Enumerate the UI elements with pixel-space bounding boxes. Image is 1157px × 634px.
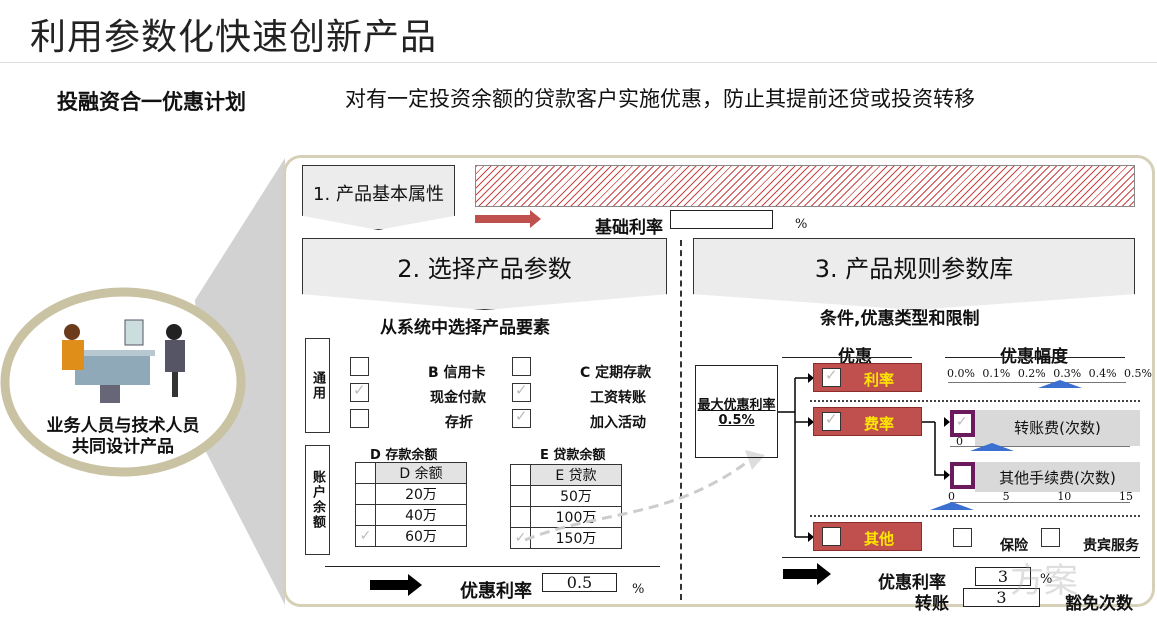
circle-caption-line2: 共同设计产品 xyxy=(72,437,174,457)
circle-caption-line1: 业务人员与技术人员 xyxy=(46,416,200,436)
meeting-illustration-icon xyxy=(62,319,185,403)
step1-header: 1. 产品基本属性 xyxy=(302,165,455,230)
base-rate-label: 基础利率 xyxy=(595,218,663,238)
deposit-header: D 余额 xyxy=(375,462,467,484)
zoom-connector xyxy=(0,158,285,605)
group-balance-label: 账户余额 xyxy=(305,445,330,555)
result-rate-unit: % xyxy=(632,582,645,597)
loan-table: E 贷款 50万 100万 ✓150万 xyxy=(510,464,622,549)
red-arrow-icon xyxy=(475,210,541,228)
transfer-fee-slider-handle[interactable] xyxy=(970,443,1014,451)
title-divider xyxy=(0,62,1157,63)
option-salary-transfer-checkbox[interactable] xyxy=(512,381,531,402)
step2-heading: 从系统中选择产品要素 xyxy=(380,318,550,338)
type-rate-bar: 利率 xyxy=(813,363,922,392)
option-label: B 信用卡 xyxy=(428,365,486,381)
transfer-fee-checkbox[interactable]: ✓ xyxy=(950,410,975,437)
rate-scale: 0.0%0.1%0.2%0.3%0.4%0.5% xyxy=(947,367,1152,380)
base-rate-unit: % xyxy=(795,217,808,232)
transfer-fee-scale: 0 xyxy=(956,435,963,448)
other-fee-slider-handle[interactable] xyxy=(930,502,974,510)
step3-heading: 条件,优惠类型和限制 xyxy=(820,309,980,329)
max-discount-box: 最大优惠利率0.5% xyxy=(695,365,778,458)
option-credit-card-checkbox[interactable] xyxy=(350,357,369,376)
transfer-label: 转账 xyxy=(915,594,949,614)
base-rate-input[interactable] xyxy=(670,210,773,229)
result-rate-input[interactable]: 3 xyxy=(975,567,1031,586)
option-cash-payment-checkbox[interactable] xyxy=(350,381,369,402)
table-row[interactable]: ✓60万 xyxy=(355,525,467,547)
subtitle: 投融资合一优惠计划 xyxy=(57,90,246,114)
vip-service-label: 贵宾服务 xyxy=(1083,538,1139,554)
option-passbook-checkbox[interactable] xyxy=(350,409,369,428)
option-label: 现金付款 xyxy=(430,390,486,406)
group-general-label: 通用 xyxy=(305,338,330,433)
table-row[interactable]: 40万 xyxy=(355,504,467,526)
dotted-divider xyxy=(810,515,1140,517)
result-rate-unit: % xyxy=(1040,572,1053,587)
col-underline xyxy=(782,357,912,358)
watermark: 方案 xyxy=(1010,561,1078,601)
other-fee-bar: 其他手续费(次数) xyxy=(975,462,1140,492)
deposit-title: D 存款余额 xyxy=(370,448,438,463)
col-range-header: 优惠幅度 xyxy=(1000,347,1068,367)
page-title: 利用参数化快速创新产品 xyxy=(30,17,438,58)
description: 对有一定投资余额的贷款客户实施优惠，防止其提前还贷或投资转移 xyxy=(345,87,975,111)
type-rate-checkbox[interactable] xyxy=(822,366,841,387)
insurance-checkbox[interactable] xyxy=(953,528,972,547)
step3-header: 3. 产品规则参数库 xyxy=(693,238,1135,310)
type-fee-bar: 费率 xyxy=(813,407,922,436)
option-label: 工资转账 xyxy=(590,390,646,406)
basic-attributes-bar xyxy=(475,165,1135,207)
black-arrow-icon xyxy=(370,574,422,596)
dotted-divider xyxy=(810,400,1140,402)
waive-count-label: 豁免次数 xyxy=(1065,594,1133,614)
option-label: 加入活动 xyxy=(590,415,646,431)
table-row[interactable]: 20万 xyxy=(355,483,467,505)
rate-slider-handle[interactable] xyxy=(1038,380,1082,388)
loan-header: E 贷款 xyxy=(530,464,622,486)
other-fee-checkbox[interactable] xyxy=(950,462,975,489)
loan-title: E 贷款余额 xyxy=(540,448,606,463)
connector-arrows xyxy=(778,373,950,542)
step2-header: 2. 选择产品参数 xyxy=(302,238,667,310)
transfer-fee-slider-track[interactable] xyxy=(950,446,1130,447)
col-underline xyxy=(945,357,1125,358)
deposit-table: D 余额 20万 40万 ✓60万 xyxy=(355,462,467,547)
type-other-bar: 其他 xyxy=(813,522,922,551)
transfer-waive-input[interactable]: 3 xyxy=(963,588,1040,607)
type-fee-checkbox[interactable] xyxy=(822,410,841,431)
option-join-activity-checkbox[interactable] xyxy=(512,407,531,428)
vip-service-checkbox[interactable] xyxy=(1041,528,1060,547)
rate-slider-track[interactable] xyxy=(948,382,1126,383)
transfer-fee-bar: 转账费(次数) xyxy=(975,410,1140,446)
divider xyxy=(325,566,660,567)
option-label: C 定期存款 xyxy=(580,365,652,381)
type-other-checkbox[interactable] xyxy=(822,527,841,546)
black-arrow-icon xyxy=(783,563,831,585)
result-rate-label: 优惠利率 xyxy=(460,581,532,602)
option-label: 存折 xyxy=(445,415,473,431)
option-fixed-deposit-checkbox[interactable] xyxy=(512,357,531,376)
result-rate-input[interactable]: 0.5 xyxy=(542,573,617,592)
section-divider xyxy=(680,240,682,600)
dashed-flow-arrow xyxy=(524,450,765,542)
divider xyxy=(782,557,1140,558)
insurance-label: 保险 xyxy=(1000,538,1028,554)
other-fee-slider-track[interactable] xyxy=(950,502,1130,503)
result-rate-label: 优惠利率 xyxy=(878,573,946,593)
